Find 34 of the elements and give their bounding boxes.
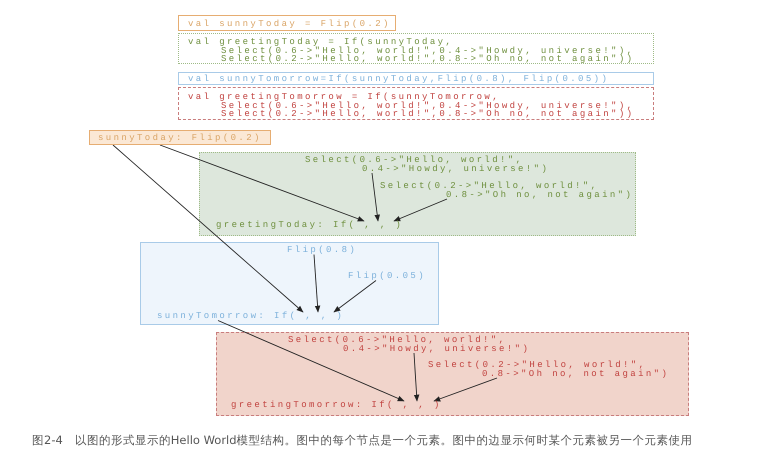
expression-label: Select(0.2->"Hello, world!", 0.8->"Oh no, not again"): [428, 361, 677, 378]
expression-label: Flip(0.8): [287, 246, 358, 254]
arrow: [112, 144, 304, 312]
code-line: Select(0.6->"Hello, world!",0.4->"Howdy, universe!"),: [221, 46, 636, 55]
arrow: [333, 280, 376, 312]
expression-label: Flip(0.05): [348, 272, 426, 280]
expression-label: Select(0.2->"Hello, world!", 0.8->"Oh no, not again"): [380, 182, 641, 199]
code-line: Select(0.6->"Hello, world!",0.4->"Howdy, universe!"),: [221, 102, 636, 110]
expression-label: greetingTomorrow: If( , , ): [231, 401, 442, 410]
arrow: [414, 352, 420, 402]
group-panel: [199, 152, 636, 236]
arrow: [433, 378, 498, 402]
arrow: [372, 172, 380, 222]
code-line: Select(0.2->"Hello, world!",0.8->"Oh no, not again")): [220, 55, 636, 64]
code-line: val greetingToday = If(sunnyToday,: [188, 38, 454, 46]
code-box: [178, 15, 396, 31]
expression-label: Select(0.6->"Hello, world!", 0.4->"Howdy, universe!"): [305, 156, 557, 173]
code-line: Select(0.2->"Hello, world!",0.8->"Oh no, not again")): [220, 110, 636, 118]
caption: 图2-4 以图的形式显示的Hello World模型结构。图中的每个节点是一个元素。图中的边显示何时某个元素被另一个元素使用: [32, 433, 693, 448]
expression-label: greetingToday: If( , , ): [216, 221, 404, 230]
code-line: val sunnyToday = Flip(0.2): [188, 20, 392, 28]
arrow: [160, 144, 365, 222]
variable-box: sunnyToday: Flip(0.2): [89, 130, 271, 145]
expression-label: sunnyTomorrow: If( , , ): [157, 312, 344, 320]
code-line: val sunnyTomorrow=If(sunnyToday,Flip(0.8), Flip(0.05)): [188, 75, 610, 84]
code-box: [178, 87, 654, 120]
group-panel: [216, 332, 689, 416]
expression-label: Select(0.6->"Hello, world!", 0.4->"Howdy, universe!"): [288, 336, 538, 353]
arrow: [393, 198, 448, 222]
code-line: val greetingTomorrow = If(sunnyTomorrow,: [188, 93, 500, 102]
arrow: [314, 254, 320, 313]
code-box: [178, 33, 654, 64]
code-box: [178, 72, 654, 85]
group-panel: [140, 242, 439, 325]
